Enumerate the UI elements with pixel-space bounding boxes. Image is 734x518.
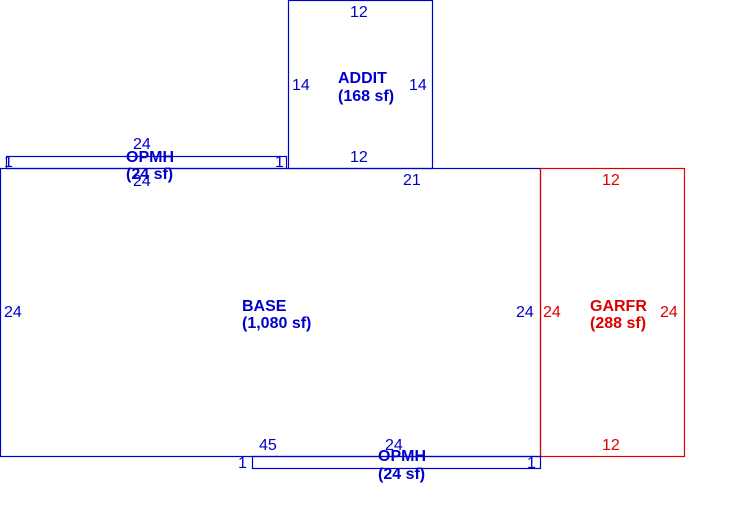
opmh-bottom-area: (24 sf) <box>378 466 425 483</box>
base-label: BASE <box>242 298 287 315</box>
addit-dim-right: 14 <box>409 77 427 94</box>
opmh-top-dim-left: 1 <box>4 154 13 171</box>
addit-outline <box>287 0 434 170</box>
opmh-top-dim-bottom: 24 <box>133 173 151 190</box>
opmh-bottom-label: OPMH <box>378 448 426 465</box>
garfr-dim-left: 24 <box>543 304 561 321</box>
garfr-label: GARFR <box>590 298 647 315</box>
addit-dim-bottom: 12 <box>350 149 368 166</box>
opmh-top-dim-right: 1 <box>275 154 284 171</box>
area-opmh-bottom: OPMH (24 sf) 24 1 1 <box>238 437 542 483</box>
opmh-bottom-dim-top: 24 <box>385 437 403 454</box>
base-dim-left: 24 <box>4 304 22 321</box>
addit-dim-top: 12 <box>350 4 368 21</box>
garfr-dim-top: 12 <box>602 172 620 189</box>
garfr-area: (288 sf) <box>590 315 646 332</box>
garfr-dim-right: 24 <box>660 304 678 321</box>
base-area: (1,080 sf) <box>242 315 311 332</box>
base-dim-top: 21 <box>403 172 421 189</box>
area-base: BASE (1,080 sf) 21 24 24 45 <box>0 167 542 458</box>
opmh-bottom-dim-left: 1 <box>238 455 247 472</box>
base-dim-right: 24 <box>516 304 534 321</box>
opmh-top-outline <box>5 155 288 170</box>
opmh-top-area: (24 sf) <box>126 166 173 183</box>
area-opmh-top: OPMH (24 sf) 24 24 1 1 <box>4 136 288 190</box>
addit-label: ADDIT <box>338 70 387 87</box>
area-garfr: GARFR (288 sf) 12 24 24 12 <box>539 167 686 458</box>
garfr-dim-bottom: 12 <box>602 437 620 454</box>
opmh-top-dim-top: 24 <box>133 136 151 153</box>
garfr-outline <box>539 167 686 458</box>
opmh-bottom-dim-right: 1 <box>527 455 536 472</box>
opmh-top-label: OPMH <box>126 149 174 166</box>
area-addit: ADDIT (168 sf) 12 14 14 12 <box>287 0 434 170</box>
opmh-bottom-outline <box>251 455 542 470</box>
base-dim-bottom: 45 <box>259 437 277 454</box>
addit-dim-left: 14 <box>292 77 310 94</box>
addit-area: (168 sf) <box>338 88 394 105</box>
